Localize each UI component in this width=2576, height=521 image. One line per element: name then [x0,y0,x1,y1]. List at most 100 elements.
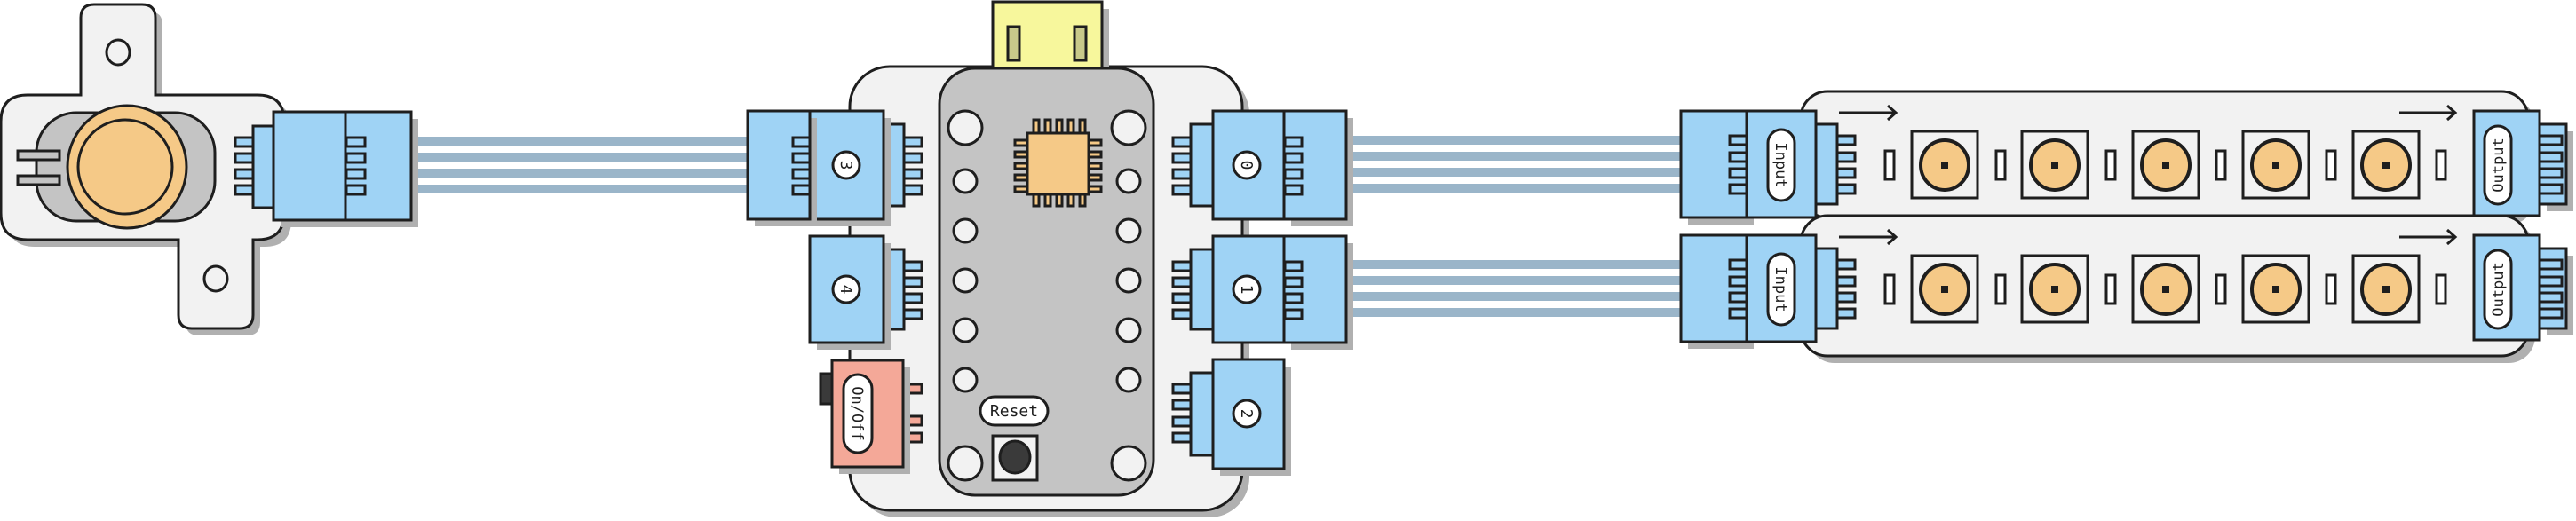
pin-hole-icon [1115,367,1142,393]
mounting-hole-icon [105,38,131,67]
chip-pin [1032,118,1041,135]
led [2241,130,2310,200]
pin-hole-icon [947,445,984,482]
svg-text:On/Off: On/Off [848,386,866,440]
led-die [2051,162,2058,169]
chip-pin [1066,193,1075,208]
svg-text:1: 1 [1237,285,1256,295]
resistor [2435,273,2447,305]
resistor [2104,273,2117,305]
chip-pin [1087,185,1103,193]
wires-port-0-to-strip-1 [1344,136,1683,193]
chip-pin [1055,118,1064,135]
wire [1344,168,1683,177]
connector-notch [1189,248,1215,331]
port-0-label: 0 [1232,150,1262,180]
chip-pin [1043,193,1052,208]
push-button-cap [76,118,174,216]
chip-pin [1032,193,1041,208]
chip-pin [1078,193,1087,208]
led [2131,130,2200,200]
led [2020,130,2089,200]
plug-pin [1283,152,1304,164]
pin-hole-icon [1110,445,1147,482]
connector-body [272,110,413,222]
reset-label: Reset [979,395,1050,427]
resistor [1994,149,2007,181]
resistor [1994,273,2007,305]
port-4-connector [808,234,923,350]
plug-pin [791,184,812,196]
arrow-right-icon [1839,228,1898,246]
plug-pin [1728,275,1748,288]
arrow-right-icon [2399,228,2458,246]
strip-1-input-label: Input [1766,128,1796,202]
port-2-label: 2 [1232,399,1262,429]
chip-pin [1055,193,1064,208]
plug-pin [1283,308,1304,320]
led-die [2162,162,2169,169]
button-module [0,3,291,335]
chip-pin [1066,118,1075,135]
plug-pin [345,152,367,164]
wire [1344,184,1683,193]
pin-hole-icon [1115,267,1142,294]
plug-pin [1728,151,1748,163]
chip-pin [1013,173,1029,182]
wire [1344,152,1683,161]
button-pin [16,149,61,162]
wire [1344,276,1683,285]
chip-body [1026,131,1090,196]
svg-text:3: 3 [836,161,855,170]
reset-button[interactable] [991,434,1039,482]
chip-pin [1013,185,1029,193]
plug-body [746,109,812,221]
svg-text:Input: Input [1771,142,1789,187]
chip-pin [1087,150,1103,159]
svg-text:Input: Input [1771,266,1789,312]
plug-pin [1728,183,1748,195]
wire [1344,308,1683,317]
wire [408,169,755,178]
diagram-labels: 3 4 0 1 2 On/Off Reset Input [831,124,2513,454]
svg-text:0: 0 [1237,161,1256,170]
plug-pin [791,152,812,164]
pin-hole-icon [1115,168,1142,194]
resistor [2104,149,2117,181]
led-die [1941,162,1948,169]
led [2241,254,2310,324]
plug-pin [1728,291,1748,304]
wires-button-to-port-3 [408,137,755,193]
led-die [2382,286,2390,293]
plug-body [1282,234,1348,344]
led-die [2382,162,2390,169]
plug-pin [1283,136,1304,148]
wire [1344,260,1683,269]
arrow-right-icon [2399,104,2458,122]
mounting-hole-icon [202,264,229,293]
plug-pin [1728,134,1748,146]
port-3-connector [746,109,923,226]
strip-2-output-label: Output [2483,249,2513,330]
led [2131,254,2200,324]
resistor [2325,273,2337,305]
plug-pin [1283,168,1304,180]
plug-pin [1728,258,1748,271]
svg-text:Output: Output [2490,262,2508,316]
chip-pin [1043,118,1052,135]
resistor [2435,149,2447,181]
power-switch-label: On/Off [842,373,874,454]
button-pin [16,174,61,186]
pin-hole-icon [1115,317,1142,343]
port-3-label: 3 [831,150,861,180]
pin-hole-icon [1110,109,1147,146]
svg-text:2: 2 [1237,409,1256,419]
led-die [1941,286,1948,293]
pin-hole-icon [952,217,979,244]
led [1910,254,1979,324]
connector-notch [1814,122,1839,206]
connector-notch [1189,122,1215,208]
plug-pin [345,136,367,148]
strip-1-output-label: Output [2483,124,2513,206]
